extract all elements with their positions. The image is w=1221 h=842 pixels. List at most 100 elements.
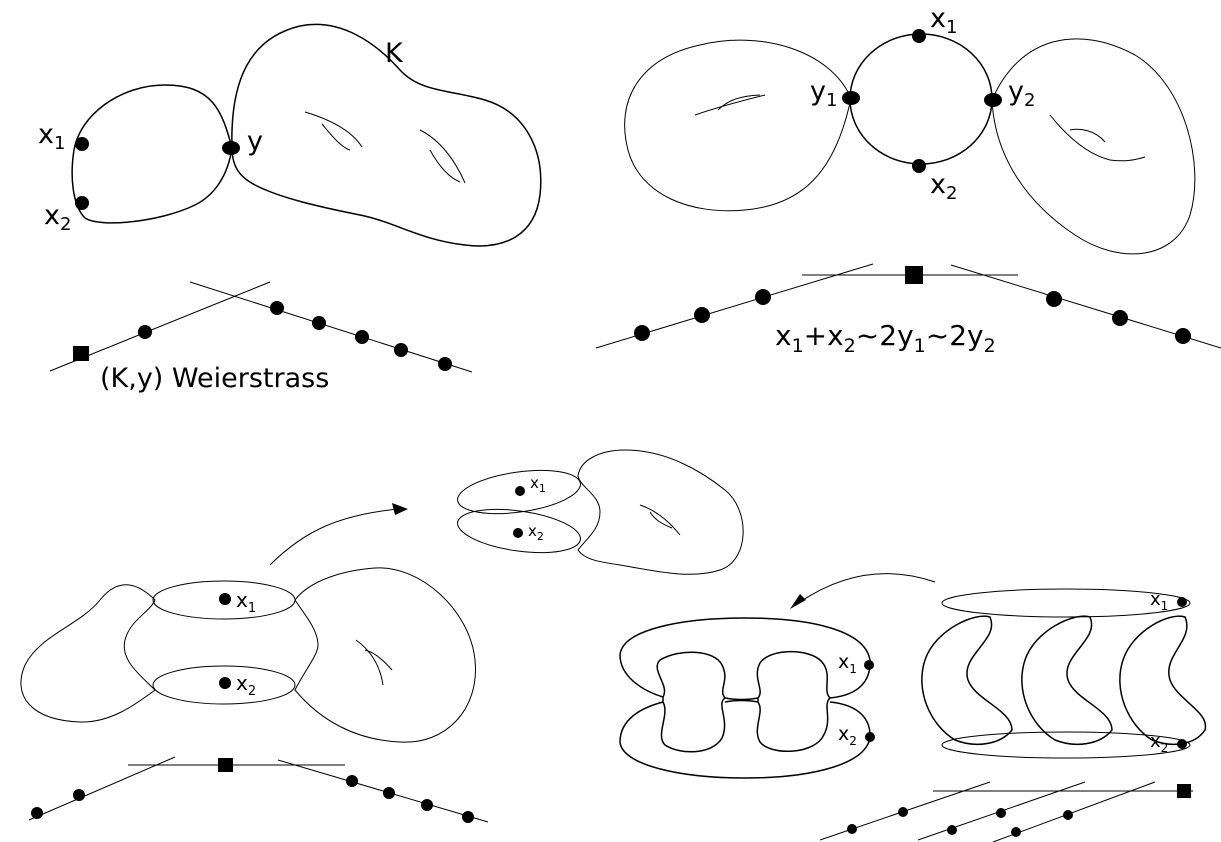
label-x2: x2: [930, 169, 957, 204]
tropical-dot: [898, 807, 908, 817]
torus-handle: [355, 639, 393, 686]
label-x2: x2: [528, 522, 544, 543]
upper-lobe-outline: [619, 617, 871, 699]
label-y: y: [247, 126, 263, 157]
torus-component: [577, 449, 744, 575]
right-label-x1: x1: [1150, 589, 1168, 613]
right-elliptic-component: [991, 38, 1196, 255]
upper-rational-ellipse: [457, 469, 581, 515]
inner-loop-left: [656, 651, 727, 753]
tropical-dot: [270, 301, 284, 315]
tropical-dot: [438, 357, 452, 371]
relation-formula: x1+x2~2y1~2y2: [775, 319, 996, 357]
tropical-dot: [355, 330, 369, 344]
point-x1-dot: [912, 29, 926, 43]
chevron-component-3: [1119, 615, 1207, 746]
caption-weierstrass: (K,y) Weierstrass: [100, 363, 329, 394]
node-y2-dot: [984, 93, 1002, 107]
panel-bottom-center: x1 x2: [457, 449, 744, 575]
tropical-dot: [1112, 310, 1128, 326]
point-x2-dot: [75, 196, 89, 210]
left-elliptic-component: [624, 39, 852, 212]
central-rational-component: [849, 33, 993, 165]
label-x1: x1: [930, 3, 957, 38]
chevron-component-2: [1021, 615, 1113, 746]
tropical-dot: [138, 325, 152, 339]
tropical-dot: [634, 325, 650, 341]
lower-lobe-outline: [619, 701, 871, 779]
tropical-dot: [31, 807, 43, 819]
label-y2: y2: [1008, 76, 1035, 111]
bottom-rational-ellipse: [941, 731, 1191, 759]
tropical-dot: [383, 787, 395, 799]
arrow-head: [392, 503, 408, 515]
rational-component-curve: [71, 84, 233, 224]
genus-two-component-K: [231, 23, 542, 247]
right-label-x2: x2: [1150, 731, 1168, 755]
degeneration-arrow: [799, 573, 936, 603]
tropical-dot: [694, 307, 710, 323]
panel-bottom-right: x1 x2 x1 x2: [619, 573, 1207, 842]
point-x1-dot: [219, 593, 231, 605]
right-torus-component: [294, 567, 476, 743]
tropical-dot: [421, 799, 433, 811]
curve-label-K: K: [385, 38, 404, 69]
handle-arc-1: [304, 111, 363, 151]
node-y-dot: [222, 141, 240, 155]
right-handle: [1049, 114, 1146, 162]
label-x1: x1: [236, 588, 256, 616]
tropical-dot: [73, 789, 85, 801]
panel-top-left: K x1 x2 y (K,y) Weierstrass: [38, 23, 542, 394]
point-x1-dot: [515, 486, 525, 496]
label-x1: x1: [530, 474, 546, 495]
handle-arc-2: [419, 129, 466, 184]
left-blob-component: [20, 584, 156, 723]
tropical-square-vertex: [73, 346, 89, 361]
tropical-edge-right: [277, 759, 489, 823]
tropical-dot: [1175, 328, 1191, 344]
tropical-dot: [1046, 291, 1062, 307]
inner-loop-right: [756, 650, 832, 753]
chevron-component-1: [921, 615, 1013, 746]
point-x2-dot: [219, 677, 231, 689]
point-x1-dot: [1177, 597, 1187, 607]
left-label-x2: x2: [838, 723, 857, 748]
top-rational-ellipse: [941, 588, 1191, 618]
tropical-dot: [346, 775, 358, 787]
tropical-dot: [996, 808, 1006, 818]
label-x1: x1: [38, 119, 65, 154]
tropical-dot: [312, 316, 326, 330]
tropical-dot: [755, 289, 771, 305]
node-y1-dot: [842, 91, 860, 105]
arrow-head: [790, 594, 806, 609]
left-handle: [694, 94, 766, 116]
tropical-dot: [1063, 810, 1073, 820]
point-x1-dot: [864, 660, 874, 670]
point-x1-dot: [75, 137, 89, 151]
tropical-edge-right: [189, 281, 473, 373]
node-connectors: [724, 697, 759, 703]
tropical-square-vertex: [1177, 784, 1191, 798]
point-x2-dot: [1177, 739, 1187, 749]
panel-bottom-left: x1 x2: [20, 503, 489, 823]
tropical-dot: [847, 824, 857, 834]
tropical-square-vertex: [905, 266, 923, 284]
tropical-square-vertex: [218, 758, 233, 772]
label-y1: y1: [810, 76, 837, 111]
panel-top-right: x1 x2 y1 y2 x1+x2~2y1~2y2: [595, 3, 1221, 357]
tropical-edge-left: [28, 756, 176, 821]
torus-handle: [639, 504, 681, 536]
tropical-dot: [394, 343, 408, 357]
left-label-x1: x1: [838, 651, 857, 676]
tropical-dot: [947, 825, 957, 835]
tropical-dot: [462, 811, 474, 823]
point-x2-dot: [513, 528, 523, 538]
degeneration-arrow: [269, 508, 399, 566]
lower-rational-ellipse: [457, 508, 581, 554]
label-x2: x2: [44, 200, 71, 235]
label-x2: x2: [236, 671, 256, 699]
lower-rational-ellipse: [152, 665, 296, 705]
tropical-dot: [1011, 827, 1021, 837]
point-x2-dot: [865, 732, 875, 742]
